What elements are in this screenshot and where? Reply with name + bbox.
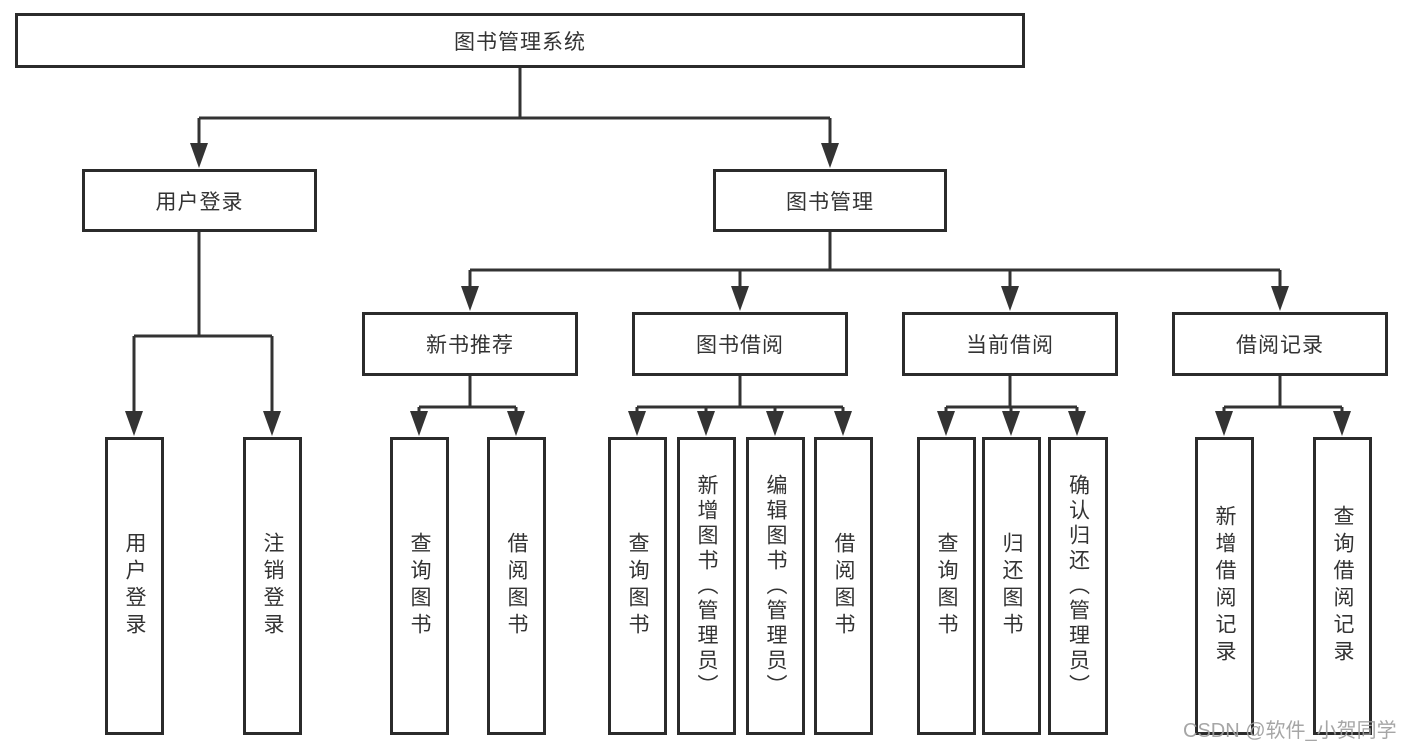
- node-current-borrow-label: 当前借阅: [966, 334, 1054, 357]
- leaf-confirm-return-admin: 确认归还（管理员）: [1048, 437, 1108, 735]
- leaf-add-book-admin-label: 新增图书（管理员）: [695, 473, 718, 699]
- leaf-return-books-label: 归还图书: [1000, 532, 1023, 640]
- leaf-user-login: 用户登录: [105, 437, 164, 735]
- leaf-query-books-current: 查询图书: [917, 437, 976, 735]
- node-current-borrow: 当前借阅: [902, 312, 1118, 376]
- node-book-borrow: 图书借阅: [632, 312, 848, 376]
- arrowheads: [125, 143, 1351, 436]
- leaf-edit-book-admin: 编辑图书（管理员）: [746, 437, 805, 735]
- csdn-watermark: CSDN @软件_小贺同学: [1183, 720, 1397, 742]
- leaf-add-borrow-record-label: 新增借阅记录: [1213, 505, 1236, 667]
- leaf-confirm-return-admin-label: 确认归还（管理员）: [1066, 473, 1090, 699]
- leaf-query-books-borrow-label: 查询图书: [626, 532, 649, 640]
- leaf-logout: 注销登录: [243, 437, 302, 735]
- leaf-add-book-admin: 新增图书（管理员）: [677, 437, 736, 735]
- leaf-query-books-current-label: 查询图书: [935, 532, 958, 640]
- node-borrow-records-label: 借阅记录: [1236, 334, 1324, 357]
- leaf-borrow-books-recommend-label: 借阅图书: [505, 532, 528, 640]
- leaf-edit-book-admin-label: 编辑图书（管理员）: [764, 473, 787, 699]
- leaf-borrow-books-recommend: 借阅图书: [487, 437, 546, 735]
- leaf-query-borrow-record: 查询借阅记录: [1313, 437, 1372, 735]
- leaf-query-books-recommend-label: 查询图书: [408, 532, 431, 640]
- leaf-query-books-borrow: 查询图书: [608, 437, 667, 735]
- leaf-query-borrow-record-label: 查询借阅记录: [1331, 505, 1354, 667]
- node-root-system-label: 图书管理系统: [454, 30, 586, 54]
- node-book-management: 图书管理: [713, 169, 947, 232]
- node-new-book-recommend: 新书推荐: [362, 312, 578, 376]
- leaf-borrow-books-label: 借阅图书: [832, 532, 855, 640]
- leaf-borrow-books: 借阅图书: [814, 437, 873, 735]
- leaf-user-login-label: 用户登录: [123, 532, 146, 640]
- node-borrow-records: 借阅记录: [1172, 312, 1388, 376]
- leaf-query-books-recommend: 查询图书: [390, 437, 449, 735]
- node-user-login-label: 用户登录: [155, 190, 244, 214]
- node-new-book-recommend-label: 新书推荐: [426, 334, 514, 357]
- node-book-management-label: 图书管理: [786, 190, 874, 214]
- node-root-system: 图书管理系统: [15, 13, 1025, 68]
- leaf-add-borrow-record: 新增借阅记录: [1195, 437, 1254, 735]
- node-book-borrow-label: 图书借阅: [696, 334, 784, 357]
- leaf-logout-label: 注销登录: [261, 532, 284, 640]
- leaf-return-books: 归还图书: [982, 437, 1041, 735]
- node-user-login: 用户登录: [82, 169, 317, 232]
